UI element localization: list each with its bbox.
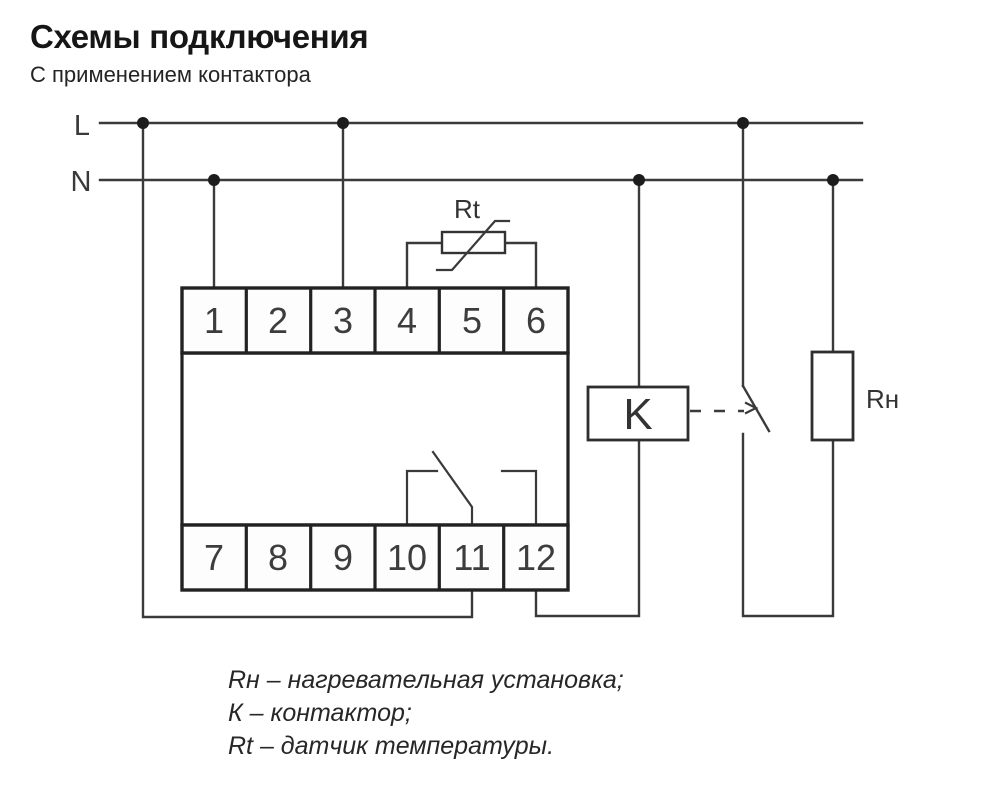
legend-line-heater: Rн – нагревательная установка; <box>228 666 624 694</box>
legend: Rн – нагревательная установка; К – конта… <box>228 664 624 763</box>
terminal-number: 2 <box>268 300 288 341</box>
wire-terminal12-to-contactor-coil <box>534 438 641 618</box>
heater-symbol: Rн <box>810 350 899 442</box>
contactor-coil: K <box>586 385 690 442</box>
page-subtitle: С применением контактора <box>30 62 311 87</box>
contact-terminal10-bracket <box>405 469 439 527</box>
terminal-number: 12 <box>516 537 556 578</box>
terminal-row-bottom: 7 8 9 10 11 12 <box>180 523 570 592</box>
temperature-sensor-label: Rt <box>454 194 481 224</box>
terminal-number: 1 <box>204 300 224 341</box>
contactor-switch <box>690 384 771 433</box>
contactor-coil-box <box>586 385 690 442</box>
terminal-number: 4 <box>397 300 417 341</box>
relay-contact-symbol <box>405 450 538 527</box>
terminal-number: 7 <box>204 537 224 578</box>
legend-line-contactor: К – контактор; <box>228 699 412 727</box>
heater-resistor-icon <box>810 350 855 442</box>
junction-dot <box>137 117 149 129</box>
terminal-number: 6 <box>526 300 546 341</box>
heater-label: Rн <box>866 384 899 414</box>
switch-blade <box>741 384 771 433</box>
terminal-number: 10 <box>387 537 427 578</box>
temperature-sensor-symbol: Rt <box>435 194 511 272</box>
wire-l-to-terminal11 <box>141 121 474 619</box>
line-n-label: N <box>71 166 92 198</box>
terminal-separators-bottom <box>244 525 506 590</box>
wire-terminal4-to-sensor <box>405 241 444 290</box>
junction-dot <box>633 174 645 186</box>
terminal-number: 5 <box>462 300 482 341</box>
wiring <box>98 121 864 619</box>
junction-dot <box>737 117 749 129</box>
terminal-number: 8 <box>268 537 288 578</box>
device-body <box>180 351 570 527</box>
terminal-number: 3 <box>333 300 353 341</box>
terminal-number: 9 <box>333 537 353 578</box>
legend-line-sensor: Rt – датчик температуры. <box>228 732 555 760</box>
thermistor-diagonal <box>435 219 511 272</box>
page-title: Схемы подключения <box>30 18 369 55</box>
thermistor-icon <box>440 230 507 255</box>
wire-switch-to-heater <box>741 432 835 618</box>
terminal-row-top: 1 2 3 4 5 6 <box>180 286 570 355</box>
contactor-label: K <box>623 390 652 439</box>
line-l-label: L <box>74 110 90 142</box>
wire-terminal6-to-sensor <box>503 241 538 290</box>
junction-dots <box>137 117 839 186</box>
junction-dot <box>208 174 220 186</box>
junction-dot <box>337 117 349 129</box>
contact-blade <box>431 450 474 527</box>
relay-device: 1 2 3 4 5 6 7 8 9 10 11 12 <box>180 286 570 592</box>
contact-terminal12-bracket <box>500 469 538 527</box>
terminal-separators-top <box>244 288 506 353</box>
terminal-number: 11 <box>453 537 490 578</box>
junction-dot <box>827 174 839 186</box>
